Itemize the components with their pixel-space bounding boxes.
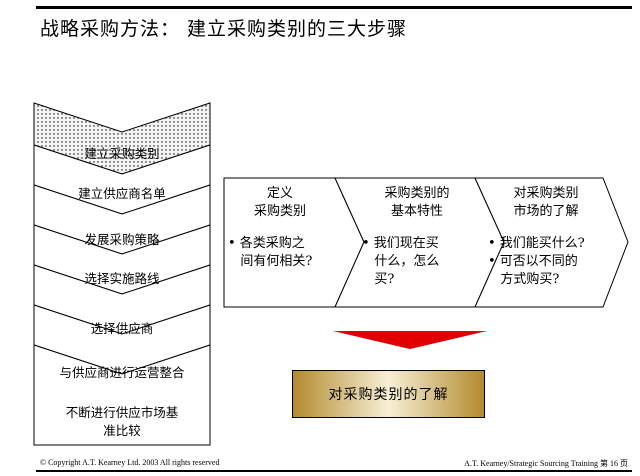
step-heading-3: 对采购类别 市场的了解	[513, 186, 579, 219]
stage-chevron-7	[33, 344, 211, 446]
step-3-bullet-1: • 我们能买什么?	[488, 236, 585, 251]
step-heading-2: 采购类别的 基本特性	[384, 186, 450, 219]
footer-copyright: © Copyright A.T. Kearney Ltd. 2003 All r…	[40, 458, 220, 467]
stage-label-5: 选择供应商	[90, 321, 154, 336]
step-1-bullet-1: • 各类采购之 间有何相关?	[228, 236, 313, 269]
step-chevron-3	[474, 177, 629, 308]
step-heading-1: 定义 采购类别	[253, 186, 306, 219]
stage-label-4: 选择实施路线	[84, 271, 160, 286]
result-box: 对采购类别的了解	[292, 370, 485, 418]
stage-label-6: 与供应商进行运营整合	[59, 365, 185, 380]
step-column-2: 采购类别的 基本特性 • 我们现在买 什么，怎么 买?	[362, 185, 472, 289]
page-title: 战略采购方法： 建立采购类别的三大步骤	[40, 18, 408, 40]
footer-source: A.T. Kearney/Strategic Sourcing Training…	[464, 459, 628, 468]
stage-label-1: 建立采购类别	[84, 146, 160, 161]
step-column-1: 定义 采购类别 • 各类采购之 间有何相关?	[228, 185, 332, 271]
title-rule	[36, 6, 632, 9]
down-arrow	[333, 331, 487, 349]
step-3-bullet-2: • 可否以不同的 方式购买?	[488, 254, 578, 287]
stage-label-2: 建立供应商名单	[78, 186, 166, 201]
footer-rule	[36, 470, 632, 472]
stage-label-3: 发展采购策略	[84, 232, 160, 247]
step-2-bullet-1: • 我们现在买 什么，怎么 买?	[362, 236, 440, 287]
stage-label-7: 不断进行供应市场基 准比较	[65, 405, 179, 438]
step-column-3: 对采购类别 市场的了解 • 我们能买什么? • 可否以不同的 方式购买?	[488, 185, 604, 289]
